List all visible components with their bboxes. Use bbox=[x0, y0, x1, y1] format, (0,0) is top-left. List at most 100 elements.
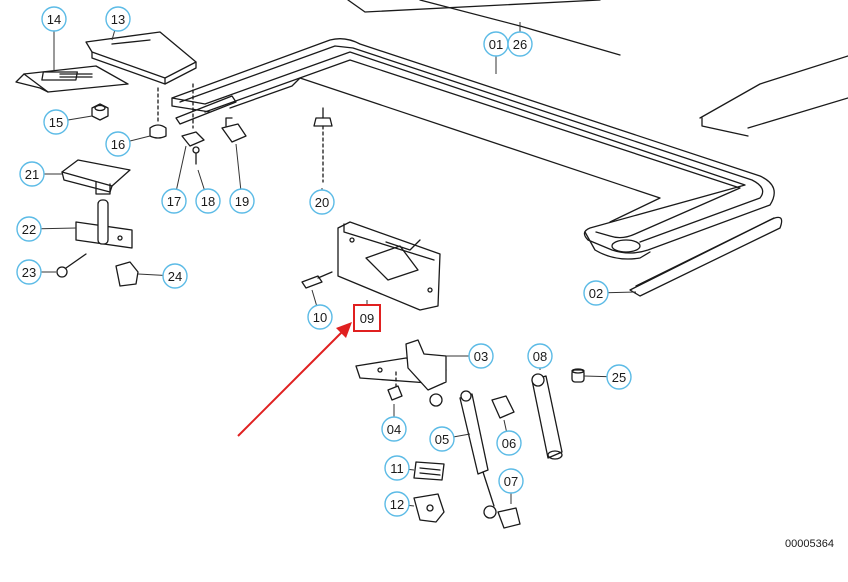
callout-07[interactable]: 07 bbox=[498, 468, 524, 494]
callout-label: 02 bbox=[589, 286, 603, 301]
callout-label: 13 bbox=[111, 12, 125, 27]
callout-23[interactable]: 23 bbox=[16, 259, 42, 285]
callout-layer: 14 13 01 26 15 16 21 17 18 19 20 22 23 24 10 09 03 08 25 04… bbox=[16, 6, 632, 517]
callout-02[interactable]: 02 bbox=[583, 280, 609, 306]
callout-09[interactable]: 09 bbox=[353, 304, 381, 332]
callout-08[interactable]: 08 bbox=[527, 343, 553, 369]
part-03-latch-bracket bbox=[355, 339, 447, 407]
callout-ring bbox=[309, 189, 335, 215]
callout-ring bbox=[195, 188, 221, 214]
part-19-bracket bbox=[221, 117, 247, 143]
part-05-gas-strut bbox=[459, 390, 497, 519]
callout-01[interactable]: 01 bbox=[483, 31, 509, 57]
callout-20[interactable]: 20 bbox=[309, 189, 335, 215]
callout-05[interactable]: 05 bbox=[429, 426, 455, 452]
callout-ring bbox=[43, 109, 69, 135]
part-07-clip bbox=[497, 507, 521, 529]
callout-label: 18 bbox=[201, 194, 215, 209]
callout-label: 26 bbox=[513, 37, 527, 52]
callout-ring bbox=[19, 161, 45, 187]
callout-ring bbox=[16, 259, 42, 285]
callout-ring bbox=[105, 131, 131, 157]
callout-label: 10 bbox=[313, 310, 327, 325]
callout-06[interactable]: 06 bbox=[496, 430, 522, 456]
callout-label: 25 bbox=[612, 370, 626, 385]
callout-label: 08 bbox=[533, 349, 547, 364]
callout-label: 04 bbox=[387, 422, 401, 437]
callout-ring bbox=[384, 455, 410, 481]
callout-label: 16 bbox=[111, 137, 125, 152]
callout-18[interactable]: 18 bbox=[195, 188, 221, 214]
callout-ring bbox=[496, 430, 522, 456]
callout-19[interactable]: 19 bbox=[229, 188, 255, 214]
callout-ring bbox=[527, 343, 553, 369]
part-09-bracket-plate bbox=[337, 221, 441, 311]
callout-label: 11 bbox=[390, 461, 404, 476]
part-12-bracket bbox=[413, 493, 445, 523]
callout-label: 21 bbox=[25, 167, 39, 182]
callout-label: 03 bbox=[474, 349, 488, 364]
callout-ring bbox=[507, 31, 533, 57]
callout-03[interactable]: 03 bbox=[468, 343, 494, 369]
part-25-grommet bbox=[571, 368, 585, 383]
part-06-bumper bbox=[491, 395, 515, 419]
callout-label: 19 bbox=[235, 194, 249, 209]
callout-ring bbox=[162, 263, 188, 289]
callout-label: 15 bbox=[49, 115, 63, 130]
part-17-clip bbox=[181, 83, 205, 147]
part-18-screw bbox=[192, 146, 200, 165]
callout-label: 06 bbox=[502, 436, 516, 451]
callout-12[interactable]: 12 bbox=[384, 491, 410, 517]
part-20-plug bbox=[313, 107, 333, 183]
callout-22[interactable]: 22 bbox=[16, 216, 42, 242]
part-24-clip bbox=[115, 261, 139, 287]
callout-13[interactable]: 13 bbox=[105, 6, 131, 32]
callout-11[interactable]: 11 bbox=[384, 455, 410, 481]
callout-label: 07 bbox=[504, 474, 518, 489]
callout-ring bbox=[606, 364, 632, 390]
highlight-box bbox=[353, 304, 381, 332]
callout-label: 23 bbox=[22, 265, 36, 280]
callout-label: 14 bbox=[47, 12, 61, 27]
rear-panel-outline bbox=[347, 0, 848, 137]
reference-number: 00005364 bbox=[785, 538, 834, 550]
callout-ring bbox=[498, 468, 524, 494]
callout-15[interactable]: 15 bbox=[43, 109, 69, 135]
part-04-screw bbox=[387, 371, 403, 401]
callout-17[interactable]: 17 bbox=[161, 188, 187, 214]
callout-21[interactable]: 21 bbox=[19, 161, 45, 187]
part-14-plate bbox=[15, 65, 129, 93]
callout-26[interactable]: 26 bbox=[507, 31, 533, 57]
callout-label: 01 bbox=[489, 37, 503, 52]
callout-24[interactable]: 24 bbox=[162, 263, 188, 289]
part-13-cover bbox=[85, 31, 197, 85]
seal-strip bbox=[629, 216, 783, 297]
part-21-handle bbox=[61, 159, 131, 195]
highlight-arrow bbox=[237, 322, 352, 437]
callout-14[interactable]: 14 bbox=[41, 6, 67, 32]
callout-ring bbox=[41, 6, 67, 32]
callout-25[interactable]: 25 bbox=[606, 364, 632, 390]
callout-16[interactable]: 16 bbox=[105, 131, 131, 157]
part-08-strut bbox=[531, 373, 563, 460]
part-23-screw bbox=[56, 253, 87, 278]
callout-ring bbox=[161, 188, 187, 214]
callout-ring bbox=[105, 6, 131, 32]
callout-label: 17 bbox=[167, 194, 181, 209]
callout-ring bbox=[583, 280, 609, 306]
part-16-clip bbox=[149, 87, 167, 139]
part-15-nut bbox=[91, 103, 109, 121]
callout-ring bbox=[429, 426, 455, 452]
callout-ring bbox=[384, 491, 410, 517]
callout-ring bbox=[307, 304, 333, 330]
callout-label: 20 bbox=[315, 195, 329, 210]
part-11-pad bbox=[413, 461, 445, 481]
callout-label: 09 bbox=[360, 311, 374, 326]
callout-10[interactable]: 10 bbox=[307, 304, 333, 330]
callout-label: 22 bbox=[22, 222, 36, 237]
callout-label: 24 bbox=[168, 269, 182, 284]
callout-ring bbox=[16, 216, 42, 242]
callout-04[interactable]: 04 bbox=[381, 416, 407, 442]
part-22-hinge bbox=[75, 199, 133, 249]
